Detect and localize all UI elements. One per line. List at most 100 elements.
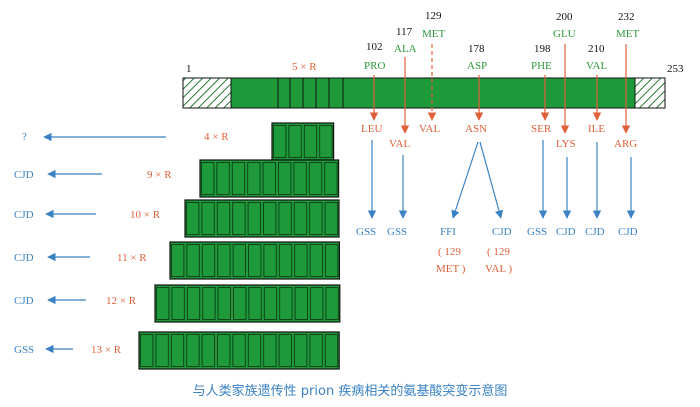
repeat-unit-box [278, 244, 293, 277]
repeat-label: 11 × R [117, 252, 147, 264]
repeat-box-group [271, 122, 335, 161]
position-label: 178 [468, 43, 485, 55]
repeat-unit-box [279, 287, 293, 320]
repeat-unit-box [186, 202, 200, 235]
wildtype-label: GLU [553, 28, 576, 40]
end-position-label: 253 [667, 63, 684, 75]
disease-label: GSS [356, 226, 376, 238]
disease-label: CJD [14, 169, 34, 181]
mutation-198: 198 PHE SER GSS [527, 43, 552, 238]
repeat-unit-box [247, 202, 261, 235]
repeat-unit-box [231, 162, 246, 195]
repeat-row-12: CJD 12 × R [14, 284, 341, 323]
repeat-label: 13 × R [91, 344, 122, 356]
repeat-unit-box [156, 287, 170, 320]
repeat-block-frame [154, 284, 341, 323]
repeat-unit-box [217, 287, 231, 320]
repeat-box-group [169, 241, 340, 280]
mutation-117: 117 ALA VAL GSS [387, 26, 417, 238]
cjd-note-line1: ( 129 [487, 246, 510, 258]
position-label: 102 [366, 41, 383, 53]
repeat-unit-box [293, 202, 308, 235]
repeat-unit-box [319, 125, 333, 158]
mutation-232: 232 MET ARG CJD [614, 11, 640, 238]
repeat-unit-box [186, 334, 200, 367]
repeat-unit-box [294, 244, 308, 277]
repeat-unit-box [324, 202, 338, 235]
repeat-label: 10 × R [130, 209, 161, 221]
repeat-unit-box [217, 244, 231, 277]
wildtype-label: ASP [467, 60, 487, 72]
disease-label: CJD [585, 226, 605, 238]
position-label: 198 [534, 43, 551, 55]
repeat-unit-box [293, 162, 307, 195]
repeat-unit-box [273, 125, 287, 158]
repeat-row-13: GSS 13 × R [14, 331, 340, 370]
repeat-unit-box [308, 162, 323, 195]
ffi-note-line2: MET ) [436, 263, 466, 275]
repeat-unit-box [201, 244, 216, 277]
repeat-unit-box [248, 287, 262, 320]
repeat-unit-box [186, 244, 200, 277]
mutant-label: VAL [419, 123, 440, 135]
repeat-label: 4 × R [204, 131, 229, 143]
disease-label: GSS [14, 344, 34, 356]
repeat-unit-box [232, 334, 246, 367]
wildtype-label: MET [422, 28, 446, 40]
repeat-unit-box [171, 244, 185, 277]
repeat-box-group [199, 159, 340, 198]
ffi-disease-label: FFI [440, 226, 456, 238]
repeat-unit-box [233, 287, 247, 320]
protein-bar: 1 253 5 × R [182, 61, 684, 109]
position-label: 117 [396, 26, 413, 38]
repeat-unit-box [309, 334, 323, 367]
disease-label: CJD [14, 209, 34, 221]
mutation-129: 129 MET VAL [419, 10, 446, 135]
cjd-note-line2: VAL ) [485, 263, 513, 275]
mutant-label: VAL [389, 138, 410, 150]
n-terminal-signal [182, 77, 232, 109]
repeat-unit-box [217, 334, 231, 367]
repeat-unit-box [201, 334, 215, 367]
mutant-label: ILE [588, 123, 605, 135]
repeat-unit-box [294, 334, 308, 367]
repeat-unit-box [309, 202, 323, 235]
repeat-unit-box [155, 334, 169, 367]
repeat-row-10: CJD 10 × R [14, 199, 340, 238]
repeat-label: 12 × R [106, 295, 137, 307]
wildtype-label: MET [616, 28, 640, 40]
mutant-label: ASN [465, 123, 487, 135]
position-label: 200 [556, 11, 573, 23]
ffi-note-line1: ( 129 [438, 246, 461, 258]
repeat-unit-box [216, 162, 230, 195]
repeat-unit-box [263, 244, 277, 277]
disease-label: CJD [556, 226, 576, 238]
protein-body [230, 77, 636, 109]
repeat-unit-box [288, 125, 302, 158]
disease-label: ? [22, 131, 27, 143]
repeat-unit-box [202, 287, 216, 320]
repeat-label: 9 × R [147, 169, 172, 181]
repeat-unit-box [247, 334, 262, 367]
repeat-unit-box [140, 334, 154, 367]
wildtype-label: ALA [394, 43, 417, 55]
repeat-unit-box [186, 287, 201, 320]
repeat-unit-box [170, 334, 185, 367]
wildtype-label: VAL [586, 60, 607, 72]
repeat-unit-box [324, 162, 338, 195]
mutant-label: LEU [361, 123, 382, 135]
repeat-unit-box [278, 162, 292, 195]
repeat-unit-box [201, 202, 215, 235]
position-label: 210 [588, 43, 605, 55]
mutant-label: SER [531, 123, 552, 135]
repeat-unit-box [325, 244, 339, 277]
wildtype-label: PRO [364, 60, 385, 72]
repeat-region [277, 78, 344, 108]
cjd-disease-label: CJD [492, 226, 512, 238]
disease-label: CJD [618, 226, 638, 238]
repeat-unit-box [324, 334, 339, 367]
repeat-rows: ? 4 × R CJD 9 × R CJD 10 × R CJD 11 × R … [14, 122, 341, 370]
repeat-unit-box [247, 162, 261, 195]
repeat-unit-box [263, 287, 278, 320]
